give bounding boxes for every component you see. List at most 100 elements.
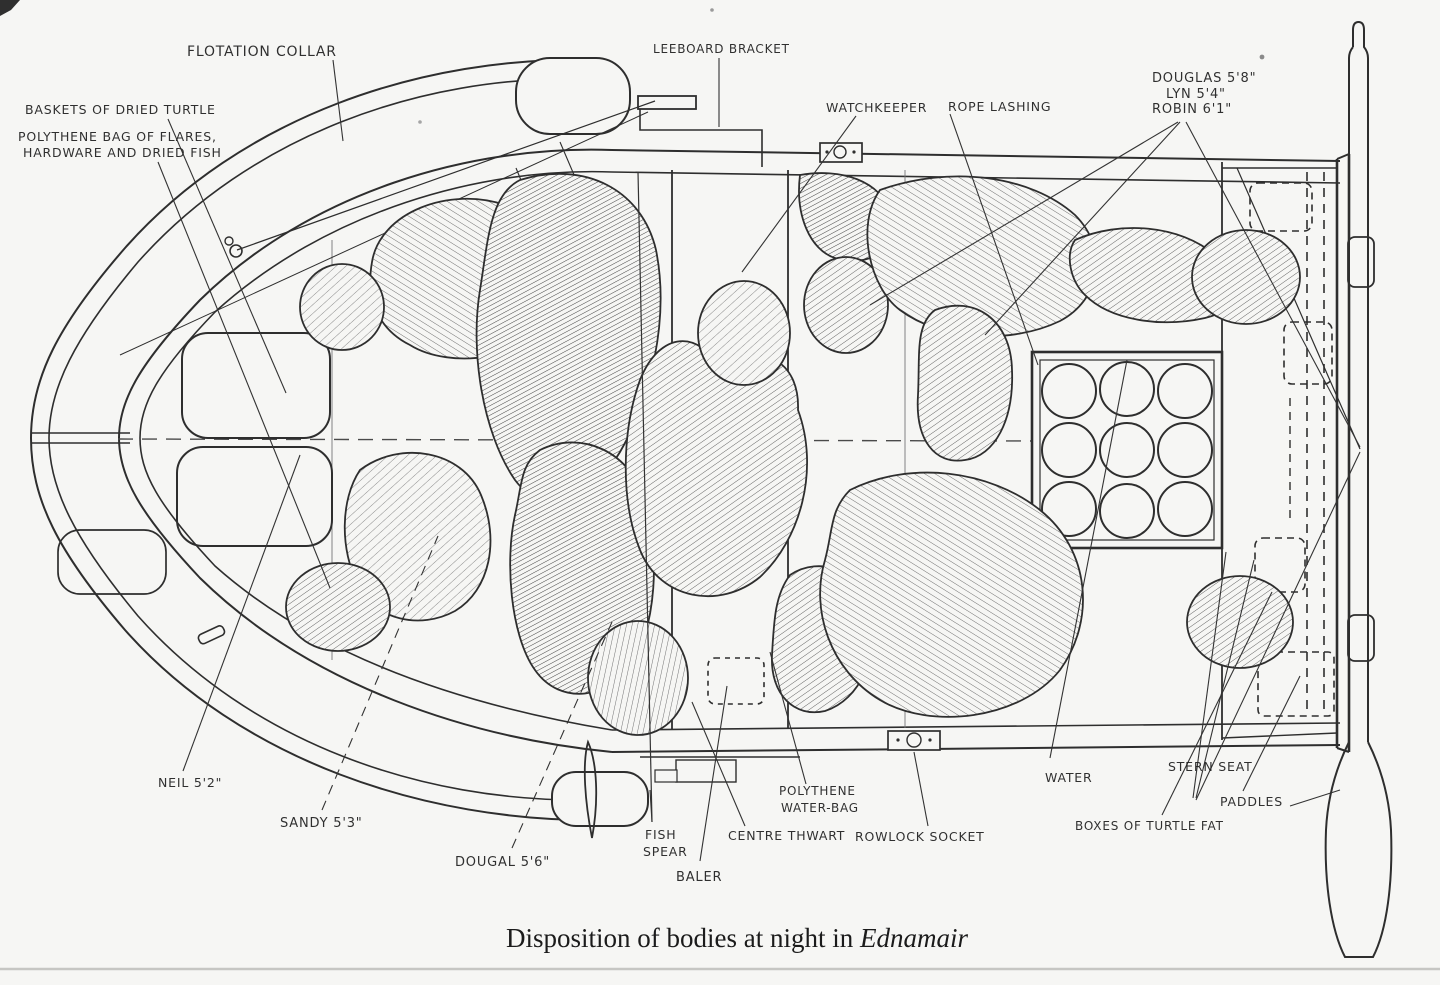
leader-lyn [984, 121, 1181, 336]
label-neil: NEIL 5'2" [158, 775, 222, 790]
body-lyn [916, 304, 1013, 462]
rowlock-plates [819, 142, 941, 751]
label-flotation-collar: FLOTATION COLLAR [187, 44, 337, 60]
storage-bag [181, 332, 331, 439]
rowlock-socket-plate [887, 730, 941, 751]
leader-watchkeeper [741, 115, 857, 273]
gunwale-top-outer [611, 149, 1341, 162]
label-robin: ROBIN 6'1" [1152, 102, 1232, 117]
label-polythene-bag-line2: HARDWARE AND DRIED FISH [23, 145, 222, 160]
water-tin [1099, 422, 1155, 478]
rowlock-socket-plate [819, 142, 863, 163]
label-leeboard-bracket: LEEBOARD BRACKET [653, 42, 790, 56]
gunwale-inner-bow [139, 170, 613, 731]
figure-caption: Disposition of bodies at night in Ednama… [506, 923, 968, 953]
baler-outline [707, 657, 765, 705]
water-tin [1099, 483, 1155, 539]
transom-bracket [1347, 614, 1375, 662]
leader-water [1049, 359, 1128, 759]
leader-dougal [511, 621, 613, 849]
body-watchkeeper-head [697, 280, 791, 386]
leader-paddles [1289, 789, 1341, 807]
label-watchkeeper: WATCHKEEPER [826, 100, 927, 115]
leeboard [583, 739, 598, 839]
leader-rope-lashing [949, 113, 1039, 366]
leader-centre-thwart [691, 701, 746, 827]
leader-stern-seat [1195, 451, 1361, 801]
label-sandy: SANDY 5'3" [280, 816, 363, 831]
gunwale-bottom-inner [611, 722, 1341, 731]
body-dougal-head [587, 620, 689, 736]
turtle-fat-box [1249, 182, 1313, 232]
label-polythene-water-bag-line2: WATER-BAG [781, 801, 859, 815]
rivet [896, 738, 900, 742]
leader-stern-seat [1195, 559, 1255, 799]
leader-boxes-turtle-fat [1161, 591, 1273, 816]
body-neil-head [299, 263, 385, 351]
oar-blade [1324, 741, 1393, 958]
oar [1324, 20, 1393, 958]
labels: FLOTATION COLLAR LEEBOARD BRACKET BASKET… [18, 42, 1283, 885]
label-lyn: LYN 5'4" [1166, 87, 1226, 102]
gunwale-outer-bow [117, 148, 613, 753]
leader-lines [157, 58, 1361, 862]
leader-robin [1185, 121, 1361, 448]
lashing-pin [224, 236, 234, 246]
leader-rowlock-socket [913, 751, 929, 827]
leeboard-bracket-step [639, 109, 763, 167]
label-fish-spear-line1: FISH [645, 827, 676, 842]
turtle-fat-box [1283, 321, 1333, 385]
body-robin-head [1186, 575, 1294, 669]
rowlock-hole [833, 145, 847, 159]
collar-end-cap-top [515, 57, 631, 135]
fish-spear-shaft [637, 171, 653, 823]
leader-baler [699, 685, 728, 862]
lashing-pin [197, 625, 226, 645]
bodies [285, 172, 1301, 736]
label-boxes-of-turtle-fat: BOXES OF TURTLE FAT [1075, 819, 1224, 833]
leeboard-stowed-line [236, 100, 656, 251]
label-baskets-of-dried-turtle: BASKETS OF DRIED TURTLE [25, 102, 216, 117]
transom-cap [1336, 153, 1350, 160]
water-tin [1041, 363, 1097, 419]
leader-flotation-collar [332, 59, 344, 142]
leader-baskets [167, 118, 287, 394]
body-douglas-arm [1068, 227, 1236, 324]
water-tin [1157, 363, 1213, 419]
flotation-collar-outer [29, 58, 601, 822]
lashing-line [1236, 167, 1361, 450]
label-stern-seat: STERN SEAT [1168, 759, 1253, 774]
label-water: WATER [1045, 770, 1092, 785]
leader-fish-spear [649, 789, 653, 823]
label-paddles: PADDLES [1220, 794, 1283, 809]
leader-douglas [869, 121, 1179, 306]
oar-handle [1348, 20, 1369, 59]
label-baler: BALER [676, 870, 722, 885]
storage-bag [176, 446, 333, 547]
rivet [825, 150, 829, 154]
rivet [852, 150, 856, 154]
label-polythene-water-bag-line1: POLYTHENE [779, 784, 856, 798]
bow-storage [57, 332, 333, 595]
label-fish-spear-line2: SPEAR [643, 844, 688, 859]
flotation-collar-mid [48, 78, 589, 801]
thwart-foot-block [654, 769, 678, 783]
water-tin [1157, 422, 1213, 478]
stowage-box [1257, 651, 1335, 717]
leader-stern-seat [1192, 551, 1227, 799]
scan-speck [710, 8, 714, 12]
caption-text: Disposition of bodies at night in [506, 923, 860, 953]
label-rowlock-socket: ROWLOCK SOCKET [855, 829, 985, 844]
label-centre-thwart: CENTRE THWART [728, 828, 845, 843]
water-tin [1157, 481, 1213, 537]
rowlock-hole [906, 732, 922, 748]
transom-cap [1336, 747, 1350, 753]
leader-sandy [321, 535, 439, 811]
water-tin [1041, 422, 1097, 478]
leader-polythene-water-bag [769, 651, 807, 785]
label-dougal: DOUGAL 5'6" [455, 855, 550, 870]
body-douglas-head [803, 256, 889, 354]
collar-end-cap-bottom [551, 771, 649, 827]
